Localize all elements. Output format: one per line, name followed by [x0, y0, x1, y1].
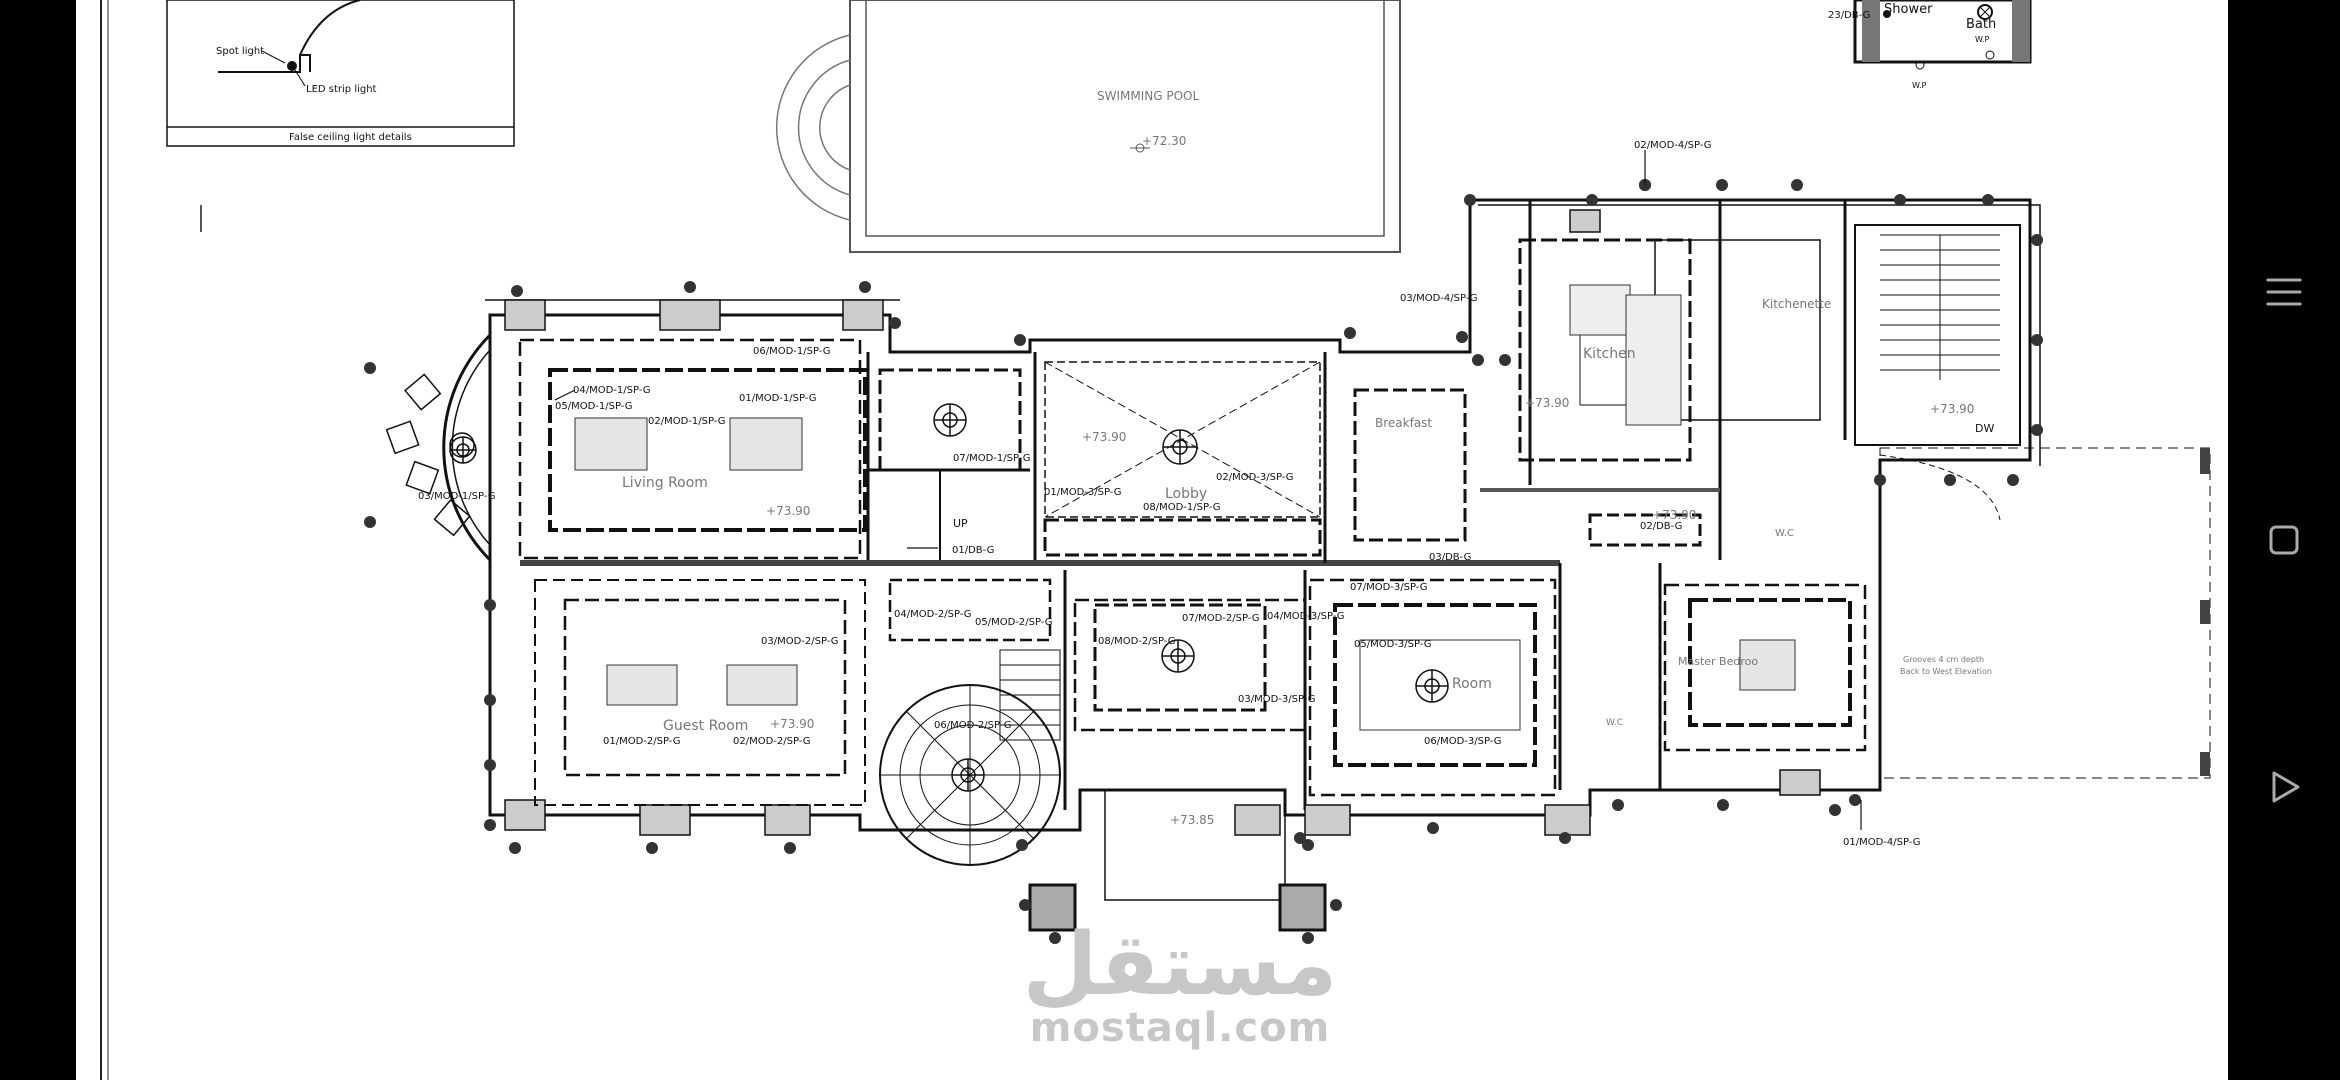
circuit-tag: 01/MOD-4/SP-G	[1843, 837, 1921, 848]
chandeliers	[449, 403, 1779, 792]
pool-label: SWIMMING POOL	[1097, 89, 1199, 103]
level-mark: +73.90	[770, 717, 814, 731]
circuit-tag: 02/DB-G	[1640, 521, 1682, 532]
circuit-tag: 01/DB-G	[952, 545, 994, 556]
room-label-kitchenette: Kitchenette	[1762, 297, 1831, 311]
ceiling-light-circuits	[518, 238, 1867, 806]
circuit-tag: 08/MOD-2/SP-G	[1098, 636, 1176, 647]
db-tag: 23/DB-G	[1828, 10, 1870, 21]
stair-up-label: UP	[953, 517, 968, 530]
circuit-tag: 02/MOD-1/SP-G	[648, 416, 726, 427]
circuit-tag: 06/MOD-3/SP-G	[1424, 736, 1502, 747]
room-label-wc-2: W.C	[1606, 718, 1623, 728]
circuit-tag: 03/MOD-2/SP-G	[761, 636, 839, 647]
circuit-tag: 05/MOD-3/SP-G	[1354, 639, 1432, 650]
shower-label: Shower	[1884, 2, 1933, 17]
pool-level: +72.30	[1142, 134, 1186, 148]
downlight-grids	[574, 284, 1796, 731]
building-walls	[442, 198, 2211, 932]
circuit-tag: 04/MOD-3/SP-G	[1267, 611, 1345, 622]
room-label-wc: W.C	[1775, 528, 1794, 539]
wp-label-1: W.P	[1975, 35, 1990, 44]
watermark-latin: mostaql.com	[1029, 1005, 1331, 1051]
leader-lines	[554, 150, 1862, 830]
watermark: مستقل mostaql.com	[1020, 915, 1340, 1051]
circuit-tag: 02/MOD-3/SP-G	[1216, 472, 1294, 483]
circuit-tag: 08/MOD-1/SP-G	[1143, 502, 1221, 513]
circuit-tag: 03/MOD-1/SP-G	[418, 491, 496, 502]
overview-square-icon[interactable]	[2254, 510, 2314, 570]
menu-icon[interactable]	[2254, 262, 2314, 322]
watermark-arabic: مستقل	[1022, 915, 1338, 1015]
circuit-tag: 06/MOD-1/SP-G	[753, 346, 831, 357]
circuit-tag: 03/MOD-4/SP-G	[1400, 293, 1478, 304]
circuit-tag: 05/MOD-1/SP-G	[555, 401, 633, 412]
level-mark: +73.90	[1930, 402, 1974, 416]
circuit-tag: 01/MOD-3/SP-G	[1044, 487, 1122, 498]
note-grooves: Grooves 4 cm depth	[1903, 655, 1984, 664]
room-label-breakfast: Breakfast	[1375, 416, 1432, 430]
room-label-guest: Guest Room	[663, 718, 748, 734]
room-label-kitchen: Kitchen	[1583, 346, 1636, 362]
bath-label: Bath	[1966, 17, 1996, 32]
wp-label-2: W.P	[1912, 81, 1927, 90]
facade-lights	[364, 179, 2043, 944]
bay-furniture	[385, 373, 475, 537]
circuit-tag: 02/MOD-4/SP-G	[1634, 140, 1712, 151]
navigation-bar	[2228, 0, 2340, 1080]
circuit-tags: 02/MOD-4/SP-G 03/MOD-4/SP-G 06/MOD-1/SP-…	[418, 140, 1994, 848]
top-right-bath: 23/DB-G Shower Bath W.P W.P	[1828, 0, 2032, 90]
detail-title: False ceiling light details	[289, 132, 412, 143]
circuit-tag: 04/MOD-1/SP-G	[573, 385, 651, 396]
circuit-tag: 02/MOD-2/SP-G	[733, 736, 811, 747]
circuit-tag: 03/DB-G	[1429, 552, 1471, 563]
room-label-master: Master Bedroo	[1678, 655, 1758, 668]
circuit-tag: 01/MOD-1/SP-G	[739, 393, 817, 404]
circuit-tag: 07/MOD-3/SP-G	[1350, 582, 1428, 593]
circuit-tag: 05/MOD-2/SP-G	[975, 617, 1053, 628]
spot-light-label: Spot light	[216, 46, 264, 57]
room-label-dining: Room	[1452, 676, 1492, 692]
circuit-tag: 07/MOD-1/SP-G	[953, 453, 1031, 464]
swimming-pool: SWIMMING POOL +72.30	[775, 0, 1401, 253]
columns	[504, 209, 1821, 836]
false-ceiling-detail: Spot light LED strip light False ceiling…	[166, 0, 515, 147]
circuit-tag: 06/MOD-2/SP-G	[934, 720, 1012, 731]
circuit-tag: 01/MOD-2/SP-G	[603, 736, 681, 747]
dw-label: DW	[1975, 422, 1994, 435]
level-mark: +73.90	[1082, 430, 1126, 444]
circuit-tag: 07/MOD-2/SP-G	[1182, 613, 1260, 624]
level-marks: +73.90 +73.90 +73.90 +73.90 +73.90 +73.8…	[766, 396, 1974, 827]
back-triangle-icon[interactable]	[2254, 757, 2314, 817]
level-mark: +73.90	[1652, 508, 1696, 522]
note-west: Back to West Elevation	[1900, 667, 1992, 676]
level-mark: +73.85	[1170, 813, 1214, 827]
led-strip-label: LED strip light	[306, 84, 377, 95]
room-label-lobby: Lobby	[1165, 486, 1207, 502]
level-mark: +73.90	[766, 504, 810, 518]
circuit-tag: 03/MOD-3/SP-G	[1238, 694, 1316, 705]
room-label-living: Living Room	[622, 475, 708, 491]
circuit-tag: 04/MOD-2/SP-G	[894, 609, 972, 620]
level-mark: +73.90	[1525, 396, 1569, 410]
